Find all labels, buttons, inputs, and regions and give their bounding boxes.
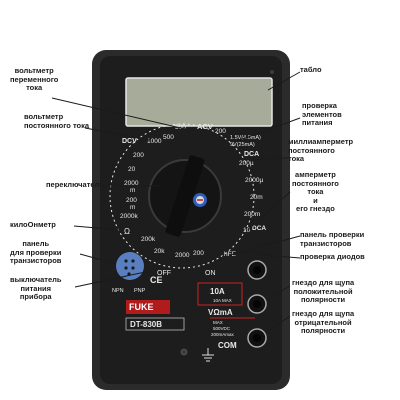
dial-label-dcv-1000: 1000	[147, 138, 162, 145]
dial-label-ohm-200k: 200k	[141, 236, 156, 243]
jack-10a-label: 10A	[210, 287, 225, 296]
annotation-dc-voltmeter: вольтметр постоянного тока	[24, 112, 90, 130]
jack-vohm-max2: 500VDC	[213, 326, 231, 331]
dial-label-ohm-20k: 20k	[154, 248, 165, 255]
dial-label-dcv-500: 500	[163, 134, 174, 141]
on-label: ON	[205, 270, 216, 277]
annotation-display: табло	[300, 65, 322, 74]
leader-lines	[51, 71, 301, 334]
dial-label-dca-200u: 200µ	[239, 160, 254, 167]
jack-vohm-label: VΩmA	[208, 308, 233, 317]
ce-mark: CE	[150, 275, 163, 285]
annotation-negative-jack: гнездо для щупа отрицательной полярности	[292, 309, 355, 335]
dial-label-dcv-20: 20	[128, 166, 136, 173]
model-box	[125, 317, 185, 331]
annotation-power-switch: выключатель питания прибора	[10, 275, 62, 301]
dial-label-dcv-2000m: 2000	[124, 180, 139, 187]
jack-com-label: COM	[218, 341, 237, 350]
jack-vohm-max1: MAX	[213, 320, 223, 325]
annotation-kiloohmmeter: килоОнметр	[10, 220, 56, 229]
dial-label-ohm: Ω	[124, 227, 130, 236]
pnp-label: PNP	[134, 288, 146, 294]
brand-label: FUKE	[129, 302, 154, 312]
annotation-diode-check: проверка диодов	[300, 252, 365, 261]
annotation-transistor-panel-left: панель для проверки транзисторов	[10, 239, 62, 265]
dial-label-acv: ACV	[197, 122, 213, 131]
brand-logo-box	[126, 300, 170, 314]
dial-label-unit-m: m	[130, 204, 135, 211]
jack-vohm-max3: 200mAmax	[211, 332, 235, 337]
dial-label-dca-10: 10	[243, 227, 251, 234]
annotation-selector: переключатель	[46, 180, 104, 189]
selector-knob[interactable]	[148, 155, 222, 238]
dial-label-ohm-2000: 2000	[175, 252, 190, 259]
leader-display	[267, 71, 301, 91]
dial-ring	[109, 123, 255, 269]
annotation-battery-check: проверка элементов питания	[302, 101, 342, 127]
dial-label-dca: DCA	[244, 151, 259, 158]
lcd-display	[125, 77, 273, 127]
dial-label-dcv-200m: 200	[126, 197, 137, 204]
annotation-ac-voltmeter: вольтметр переменного тока	[10, 66, 59, 92]
annotation-positive-jack: гнездо для щупа положительной полярности	[292, 278, 355, 304]
annotation-dc-milliammeter: миллиамперметр постоянного тока	[288, 137, 354, 163]
dial-label-battery-ma2: 9V(25mA)	[230, 142, 255, 148]
dial-label-ohm-200: 200	[193, 250, 204, 257]
annotation-transistor-panel-right: панель проверки транзисторов	[300, 230, 365, 248]
model-label: DT-830B	[130, 320, 162, 329]
transistor-socket[interactable]	[116, 252, 144, 280]
off-label: OFF	[157, 270, 171, 277]
dial-label-dca-2000u: 2000µ	[245, 177, 263, 184]
dial-label-acv-200: 200	[215, 128, 226, 135]
jack-vohm[interactable]	[247, 294, 267, 314]
ground-icon	[202, 348, 214, 362]
dial-label-dcv: DCV	[122, 138, 137, 145]
screw-icon	[180, 348, 188, 356]
10a-warning-box	[197, 282, 243, 306]
jack-com[interactable]	[247, 328, 267, 348]
annotation-dc-ammeter: амперметр постоянного тока и его гнездо	[292, 170, 339, 213]
jack-10a-max-label: 10A MAX	[213, 298, 232, 303]
jack-10a[interactable]	[247, 260, 267, 280]
dial-label-dca-200m: 200m	[244, 211, 260, 218]
dial-label-dca-2: DCA	[252, 225, 266, 232]
dial-label-unit-m: m	[130, 187, 135, 194]
npn-label: NPN	[112, 288, 124, 294]
screw-icon	[270, 70, 274, 74]
dial-label-ohm-2000k: 2000k	[120, 213, 138, 220]
dial-label-dca-20m: 20m	[250, 194, 263, 201]
dial-label-dcv-200: 200	[133, 152, 144, 159]
